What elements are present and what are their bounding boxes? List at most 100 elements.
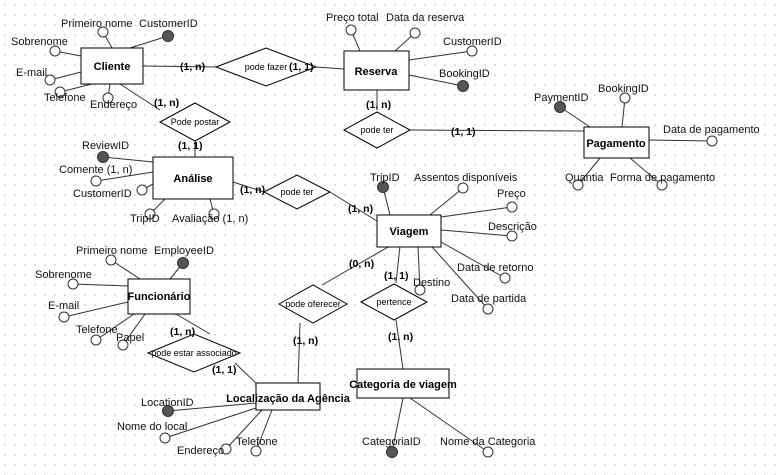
attribute-label: Preço total [326, 12, 379, 24]
attribute-circle [44, 74, 56, 86]
attribute-circle [656, 179, 668, 191]
edge-cliente-postar [119, 83, 161, 111]
attribute-label: Descrição [488, 221, 537, 233]
relationship-pertence[interactable]: pertence [359, 283, 429, 321]
key-attribute-circle [177, 257, 189, 269]
relationship-pode-estar-associado[interactable]: pode estar associado [146, 333, 242, 373]
relationship-pode-fazer[interactable]: pode fazer [214, 47, 318, 87]
attribute-label: Telefone [76, 324, 118, 336]
edge-fazer-reserva [315, 66, 345, 70]
entity-label: Cliente [94, 61, 131, 73]
cardinality-cliente-postar: (1, n) [154, 97, 179, 109]
cardinality-analise-ter: (1, n) [240, 184, 265, 196]
key-attribute-circle [162, 30, 174, 42]
key-attribute-label: BookingID [439, 68, 490, 80]
cardinality-categoria-pertence: (1, n) [388, 331, 413, 343]
key-attribute-label: PaymentID [534, 92, 588, 104]
edge-ter-pagamento [409, 129, 585, 132]
cardinality-labels: (1, n) (1, 1) (1, n) (1, 1) (1, n) (1, 1… [154, 61, 476, 376]
cardinality-analise-postar: (1, 1) [178, 140, 203, 152]
edge-funcionario-associado [175, 313, 211, 335]
attribute-edges [49, 29, 713, 453]
attribute-label: Preço [497, 188, 526, 200]
cardinality-reserva-fazer: (1, 1) [289, 61, 314, 73]
key-attribute-circle [554, 101, 566, 113]
cardinality-cliente-fazer: (1, n) [180, 61, 205, 73]
attribute-circle [250, 445, 262, 457]
relationship-label: pode oferecer [285, 299, 341, 309]
entity-localizacao[interactable]: Localização da Agência [226, 382, 351, 411]
entity-cliente[interactable]: Cliente [80, 47, 144, 85]
attribute-labels: Primeiro nome CustomerID Sobrenome E-mai… [11, 12, 760, 457]
attribute-circle [457, 182, 469, 194]
edge-cliente-fazer [142, 65, 217, 68]
attribute-label: BookingID [598, 83, 649, 95]
key-attribute-circle [386, 446, 398, 458]
attribute-label: Data de retorno [457, 262, 533, 274]
attribute-circle [506, 230, 518, 242]
relationship-pode-oferecer[interactable]: pode oferecer [277, 284, 349, 324]
entity-label: Análise [173, 173, 212, 185]
entity-categoria[interactable]: Categoria de viagem [349, 368, 457, 399]
attribute-label: Assentos disponíveis [414, 172, 518, 184]
attribute-circle [482, 303, 494, 315]
attribute-label: Endereço [177, 445, 224, 457]
entity-reserva[interactable]: Reserva [343, 50, 410, 91]
entity-label: Pagamento [586, 138, 646, 150]
cardinality-viagem-ter: (1, n) [348, 203, 373, 215]
attribute-circle [67, 278, 79, 290]
entity-label: Funcionário [128, 291, 191, 303]
edge-ter-viagem [329, 191, 378, 222]
attribute-label: Forma de pagamento [610, 172, 715, 184]
attribute-label: Endereço [90, 99, 137, 111]
entity-label: Categoria de viagem [349, 379, 457, 391]
attribute-label: Destino [413, 277, 450, 289]
attribute-label: Telefone [44, 92, 86, 104]
edge-viagem-pertence [395, 245, 401, 284]
attribute-circle [414, 284, 426, 296]
cardinality-viagem-pertence: (1, 1) [384, 270, 409, 282]
relationship-label: pode fazer [245, 62, 288, 72]
cardinality-funcionario-associado: (1, n) [170, 326, 195, 338]
attribute-circle [208, 208, 220, 220]
key-attribute-circle [162, 405, 174, 417]
attribute-circle [499, 272, 511, 284]
edge-analise-ter [232, 181, 265, 193]
attribute-circle [220, 443, 232, 455]
attribute-circle [117, 339, 129, 351]
attribute-label: Sobrenome [35, 269, 92, 281]
attribute-label: Nome do local [117, 421, 187, 433]
attribute-circle [49, 45, 61, 57]
attribute-circle [97, 26, 109, 38]
attribute-circle [572, 179, 584, 191]
attribute-label: Avaliação (1, n) [172, 213, 248, 225]
attribute-circle [482, 446, 494, 458]
cardinality-localizacao-oferecer: (1, n) [293, 335, 318, 347]
attribute-label: Telefone [236, 436, 278, 448]
relationship-label: pode ter [360, 125, 393, 135]
cardinality-reserva-ter: (1, n) [366, 99, 391, 111]
entity-viagem[interactable]: Viagem [376, 214, 442, 248]
key-attribute-label: ReviewID [82, 140, 129, 152]
cardinality-viagem-oferecer: (0, n) [349, 258, 374, 270]
attribute-label: Data de partida [451, 293, 527, 305]
attribute-label: TripID [130, 213, 160, 225]
relationship-label: Pode postar [171, 117, 220, 127]
attribute-label: Data de pagamento [663, 124, 760, 136]
entity-analise[interactable]: Análise [152, 156, 234, 200]
relationship-pode-ter-analise[interactable]: pode ter [262, 174, 332, 210]
attribute-circle [54, 86, 66, 98]
attribute-label: Comente (1, n) [59, 164, 132, 176]
entity-funcionario[interactable]: Funcionário [127, 278, 191, 315]
relationship-pode-ter-reserva[interactable]: pode ter [342, 111, 412, 149]
relationship-label: pode ter [280, 187, 313, 197]
entity-pagamento[interactable]: Pagamento [583, 126, 650, 159]
attribute-circle [706, 135, 718, 147]
attribute-circle [105, 254, 117, 266]
attribute-label: CustomerID [73, 188, 132, 200]
key-attribute-label: LocationID [141, 397, 194, 409]
relationship-pode-postar[interactable]: Pode postar [158, 102, 232, 142]
attribute-label: Primeiro nome [61, 18, 133, 30]
attribute-circle [409, 27, 421, 39]
